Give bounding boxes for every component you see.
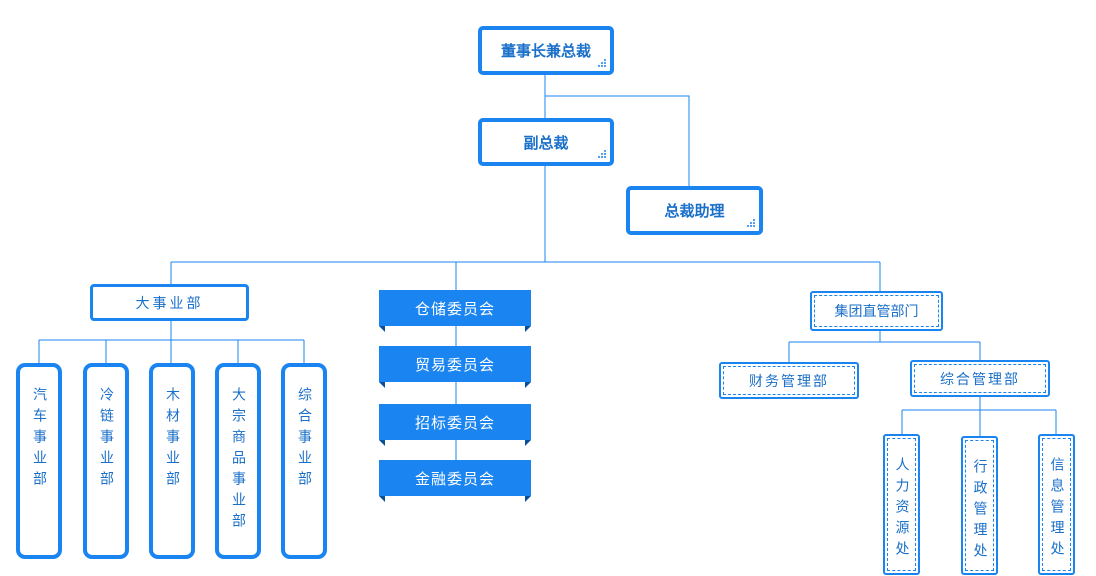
chairman-box[interactable]: 董事长兼总裁 (478, 26, 614, 75)
corner-dots-icon (598, 150, 606, 158)
admin-unit-label: 行政管理处 (971, 459, 988, 564)
assistant-box[interactable]: 总裁助理 (626, 186, 763, 235)
ribbon-fold (525, 326, 531, 332)
group-dept-box[interactable]: 集团直管部门 (810, 291, 943, 331)
committee-label: 金融委员会 (379, 460, 531, 496)
corner-dots-icon (598, 59, 606, 67)
admin-dept-box[interactable]: 综合管理部 (910, 360, 1050, 397)
committee-finance[interactable]: 金融委员会 (379, 460, 531, 502)
ribbon-fold (379, 496, 385, 502)
admin-dept-label: 综合管理部 (914, 364, 1046, 393)
business-unit-label: 冷链事业部 (98, 387, 114, 492)
ribbon-fold (525, 382, 531, 388)
assistant-label: 总裁助理 (664, 202, 725, 220)
business-unit-general[interactable]: 综合事业部 (281, 363, 327, 559)
admin-unit-frame: 行政管理处 (965, 440, 994, 571)
corner-dots-icon (747, 219, 755, 227)
business-unit-timber[interactable]: 木材事业部 (149, 363, 195, 559)
ribbon-fold (525, 496, 531, 502)
business-unit-label: 大宗商品事业部 (230, 387, 246, 534)
business-unit-auto[interactable]: 汽车事业部 (16, 363, 62, 559)
committee-trade[interactable]: 贸易委员会 (379, 346, 531, 388)
admin-unit-label: 人力资源处 (893, 457, 910, 562)
committee-bidding[interactable]: 招标委员会 (379, 404, 531, 446)
finance-dept-label: 财务管理部 (723, 366, 855, 395)
vice-president-label: 副总裁 (523, 133, 569, 152)
finance-dept-box[interactable]: 财务管理部 (719, 362, 859, 399)
admin-unit-hr[interactable]: 人力资源处 (883, 434, 920, 575)
admin-unit-label: 信息管理处 (1048, 457, 1065, 562)
business-unit-label: 汽车事业部 (31, 387, 47, 492)
admin-unit-frame: 信息管理处 (1042, 438, 1071, 571)
committee-label: 贸易委员会 (379, 346, 531, 382)
ribbon-fold (379, 440, 385, 446)
ribbon-fold (379, 382, 385, 388)
ribbon-fold (525, 440, 531, 446)
admin-unit-frame: 人力资源处 (887, 438, 916, 571)
admin-unit-administration[interactable]: 行政管理处 (961, 436, 998, 575)
business-unit-label: 木材事业部 (164, 387, 180, 492)
committee-warehousing[interactable]: 仓储委员会 (379, 290, 531, 332)
business-unit-label: 综合事业部 (296, 387, 312, 492)
business-unit-commodities[interactable]: 大宗商品事业部 (215, 363, 261, 559)
admin-unit-information[interactable]: 信息管理处 (1038, 434, 1075, 575)
business-division-label: 大事业部 (135, 295, 204, 312)
business-unit-cold-chain[interactable]: 冷链事业部 (83, 363, 129, 559)
group-dept-label: 集团直管部门 (814, 295, 939, 327)
business-division-box[interactable]: 大事业部 (90, 284, 249, 321)
vice-president-box[interactable]: 副总裁 (478, 118, 614, 166)
ribbon-fold (379, 326, 385, 332)
committee-label: 招标委员会 (379, 404, 531, 440)
chairman-label: 董事长兼总裁 (500, 42, 591, 60)
committee-label: 仓储委员会 (379, 290, 531, 326)
